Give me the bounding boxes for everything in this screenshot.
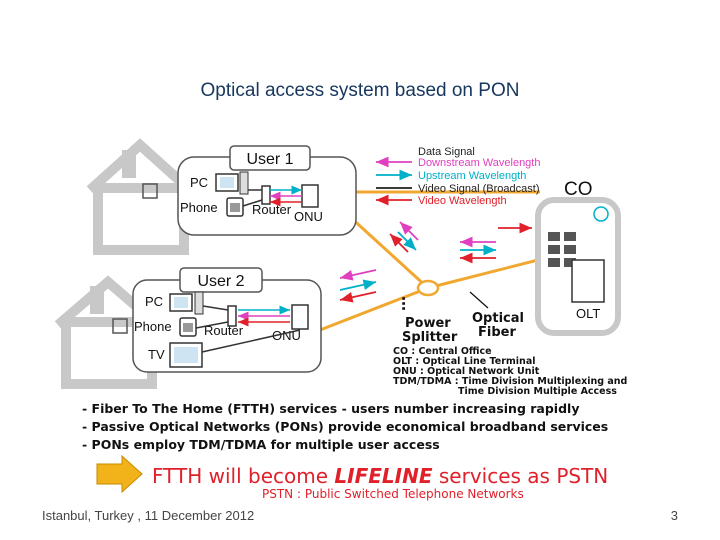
bullet-item: - PONs employ TDM/TDMA for multiple user… (82, 437, 440, 452)
legend-data-signal: Data Signal (418, 146, 475, 158)
abbr-tdma: Time Division Multiple Access (458, 386, 617, 397)
user-1-box: User 1 PC Phone Router ONU (177, 145, 357, 236)
conclusion-suffix: services as PSTN (433, 464, 609, 488)
conclusion-arrow-icon (96, 454, 143, 494)
user-2-box: User 2 PC Phone Router ONU TV (132, 267, 322, 373)
pstn-note: PSTN : Public Switched Telephone Network… (262, 487, 524, 501)
bullet-item: - Fiber To The Home (FTTH) services - us… (82, 401, 580, 416)
signal-legend: Data Signal Downstream Wavelength Upstre… (418, 146, 540, 207)
legend-video-broadcast: Video Signal (Broadcast) (418, 183, 539, 195)
fiber-label-2: Fiber (478, 325, 516, 340)
splitter-label-2: Splitter (402, 330, 458, 345)
user-2-label: User 2 (197, 273, 244, 290)
user-1-onu-icon (301, 184, 319, 208)
olt-label: OLT (576, 306, 600, 321)
user-2-tv-icon (169, 342, 203, 368)
abbr-co: CO : Central Office (393, 346, 492, 357)
abbr-onu: ONU : Optical Network Unit (393, 366, 540, 377)
fiber-label-1: Optical (472, 311, 524, 326)
user-2-router-icon (227, 305, 237, 327)
user-1-onu-label: ONU (294, 209, 323, 224)
slide-title: Optical access system based on PON (200, 80, 520, 101)
abbreviations: CO : Central Office OLT : Optical Line T… (393, 346, 627, 397)
splitter-label-1: Power (405, 316, 451, 331)
user-2-onu-icon (291, 304, 309, 330)
legend-downstream: Downstream Wavelength (418, 157, 540, 169)
user-2-pc-icon (169, 291, 204, 315)
user-2-phone-icon (179, 317, 197, 337)
abbr-tdm: TDM/TDMA : Time Division Multiplexing an… (393, 376, 627, 387)
legend-upstream: Upstream Wavelength (418, 170, 526, 182)
user-1-links (242, 185, 302, 207)
power-splitter-icon (416, 279, 440, 297)
page-number: 3 (670, 508, 678, 523)
user-1-phone-label: Phone (180, 200, 218, 215)
fiber-pointer (469, 291, 489, 309)
user-2-tv-label: TV (148, 347, 165, 362)
footer-location: Istanbul, Turkey , 11 December 2012 (42, 508, 255, 523)
user-1-pc-label: PC (190, 175, 208, 190)
user-1-router-label: Router (252, 202, 292, 217)
house-1-icon (86, 138, 194, 255)
legend-video-wavelength: Video Wavelength (418, 195, 507, 207)
user-2-pc-label: PC (145, 294, 163, 309)
user-1-label: User 1 (246, 151, 293, 168)
bullet-list: - Fiber To The Home (FTTH) services - us… (82, 400, 608, 454)
user-2-links (195, 305, 301, 353)
user-1-pc-icon (215, 171, 249, 195)
co-label: CO (564, 179, 593, 200)
abbr-olt: OLT : Optical Line Terminal (393, 356, 536, 367)
bullet-item: - Passive Optical Networks (PONs) provid… (82, 419, 609, 434)
central-office: CO OLT (535, 179, 621, 336)
co-indicator-icon (593, 206, 609, 222)
conclusion-emphasis: LIFELINE (334, 464, 432, 488)
conclusion-text: FTTH will become LIFELINE services as PS… (152, 464, 608, 488)
conclusion-prefix: FTTH will become (152, 464, 334, 488)
signal-arrows (339, 156, 532, 303)
user-2-phone-label: Phone (134, 319, 172, 334)
ellipsis-dots: ... (389, 296, 409, 311)
user-1-router-icon (261, 185, 271, 205)
user-1-phone-icon (226, 197, 244, 217)
olt-device-icon (571, 259, 605, 303)
